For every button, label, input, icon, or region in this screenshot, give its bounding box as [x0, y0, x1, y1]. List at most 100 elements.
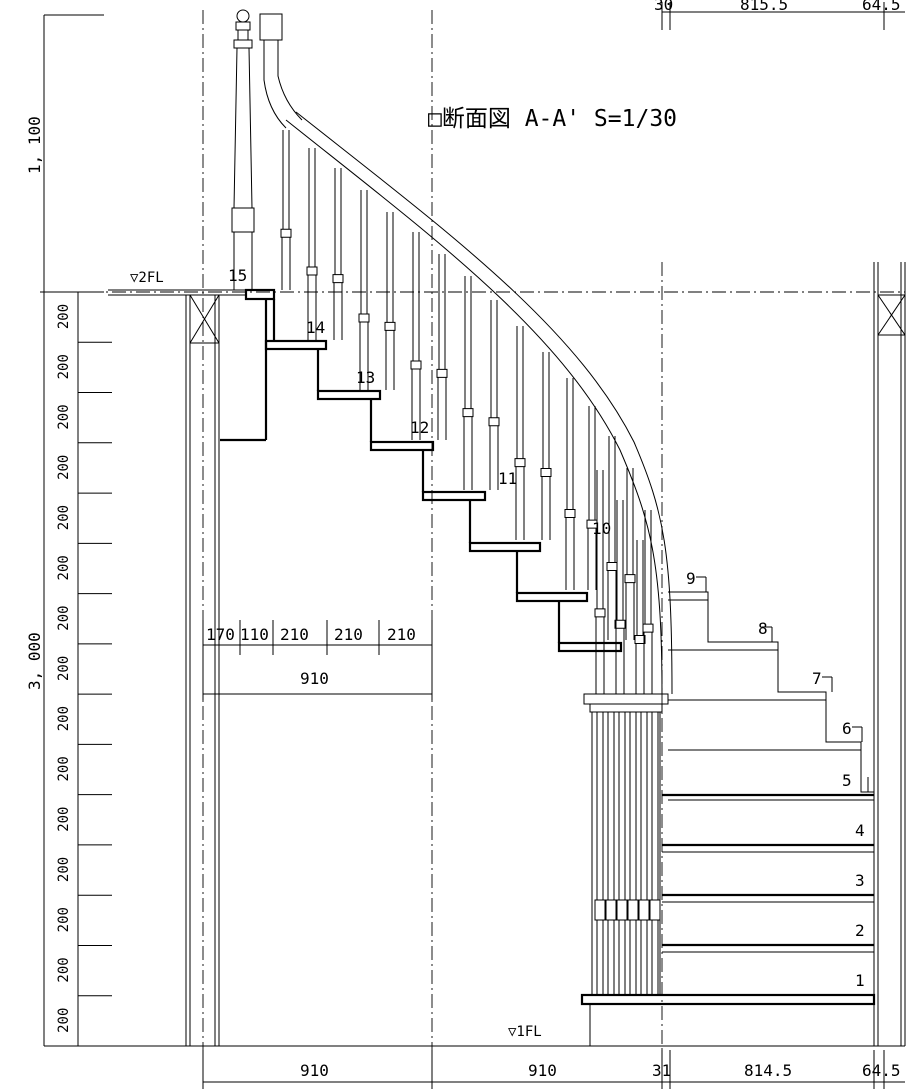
baluster [514, 326, 526, 540]
tread-9w [515, 591, 589, 603]
riser-label: 200 [56, 304, 72, 329]
dim-total-height: 3, 000 [25, 632, 44, 690]
baluster [564, 378, 576, 590]
step-number-6: 6 [842, 719, 852, 738]
bottom-dim-5: 64.5 [862, 1061, 901, 1080]
left-dimensions: 1, 100 3, 000 [25, 14, 208, 1047]
riser-label: 200 [56, 706, 72, 731]
step-number-1: 1 [855, 971, 865, 990]
step-number-9: 9 [686, 569, 696, 588]
bottom-dim-2: 910 [528, 1061, 557, 1080]
baluster [280, 130, 292, 290]
upper-landing [220, 288, 276, 442]
tread-dim-2: 110 [240, 625, 269, 644]
left-beam-section [189, 294, 220, 344]
top-dimension: 30 815.5 64.5 [654, 0, 905, 30]
baluster [332, 168, 344, 340]
bottom-dim-1: 910 [300, 1061, 329, 1080]
drawing-title: □断面図 A-A' S=1/30 [428, 106, 677, 132]
baluster [540, 352, 552, 540]
baluster [642, 510, 654, 694]
step-number-2: 2 [855, 921, 865, 940]
top-dim-1: 30 [654, 0, 673, 14]
bottom-step [580, 993, 876, 1006]
tread-dim-1: 170 [206, 625, 235, 644]
riser-label: 200 [56, 907, 72, 932]
baluster [624, 468, 636, 640]
riser-label: 200 [56, 605, 72, 630]
riser-dimension-ticks: 200 200 200 200 200 200 200 200 200 200 200 200 200 2… [56, 304, 112, 1033]
top-dim-2: 815.5 [740, 0, 788, 14]
baluster [358, 190, 370, 390]
level-2fl: ▽2FL [130, 270, 164, 286]
baluster [634, 540, 646, 694]
step-number-11: 11 [498, 469, 517, 488]
baluster [594, 470, 606, 694]
riser-label: 200 [56, 354, 72, 379]
step-number-13: 13 [356, 368, 375, 387]
tread-8w [557, 641, 623, 653]
bottom-dim-4: 814.5 [744, 1061, 792, 1080]
baluster [594, 712, 606, 995]
step-number-14: 14 [306, 318, 325, 337]
step-number-labels: 15 14 13 12 11 10 9 8 7 6 5 4 3 2 1 [228, 266, 865, 990]
riser-label: 200 [56, 505, 72, 530]
step-number-5: 5 [842, 771, 852, 790]
handrail [285, 111, 673, 695]
right-beam-section [877, 294, 906, 336]
bottom-dim-3: 31 [652, 1061, 671, 1080]
step-number-10: 10 [592, 519, 611, 538]
tread-dim-total: 910 [300, 669, 329, 688]
riser-label: 200 [56, 656, 72, 681]
riser-label: 200 [56, 756, 72, 781]
level-1fl: ▽1FL [508, 1024, 542, 1040]
baluster [614, 500, 626, 694]
step-number-15: 15 [228, 266, 247, 285]
balusters [280, 130, 661, 995]
baluster [616, 712, 628, 995]
baluster [627, 712, 639, 995]
left-wall [185, 294, 220, 1046]
upper-newel-post [231, 9, 303, 290]
step-number-7: 7 [812, 669, 822, 688]
baluster [606, 436, 618, 640]
riser-label: 200 [56, 957, 72, 982]
tread-10 [468, 541, 542, 553]
tread-12 [369, 440, 435, 452]
landing-nosing [244, 288, 276, 301]
riser-label: 200 [56, 857, 72, 882]
dim-railing-height: 1, 100 [25, 116, 44, 174]
baluster [384, 212, 396, 390]
baluster [462, 276, 474, 490]
riser-label: 200 [56, 1008, 72, 1033]
top-dim-3: 64.5 [862, 0, 901, 14]
step-number-3: 3 [855, 871, 865, 890]
step-number-4: 4 [855, 821, 865, 840]
baluster [605, 712, 617, 995]
riser-label: 200 [56, 404, 72, 429]
baluster [410, 232, 422, 440]
bottom-dimension: 910 910 31 814.5 64.5 [202, 1050, 905, 1089]
tread-dimension: 170 110 210 210 210 910 [202, 620, 433, 700]
step-number-12: 12 [410, 418, 429, 437]
upper-flight [264, 299, 623, 653]
right-wall [873, 262, 906, 1046]
tread-11 [421, 490, 487, 502]
baluster [436, 254, 448, 440]
lower-newel-post [583, 693, 669, 995]
riser-label: 200 [56, 807, 72, 832]
tread-dim-5: 210 [387, 625, 416, 644]
baluster [638, 712, 650, 995]
baluster [488, 300, 500, 490]
baluster [586, 406, 598, 590]
riser-label: 200 [56, 555, 72, 580]
tread-dim-3: 210 [280, 625, 309, 644]
baluster [649, 712, 661, 995]
lower-flight [580, 576, 876, 1046]
tread-dim-4: 210 [334, 625, 363, 644]
tread-13 [316, 389, 382, 401]
tread-14 [264, 339, 328, 351]
baluster [306, 148, 318, 340]
